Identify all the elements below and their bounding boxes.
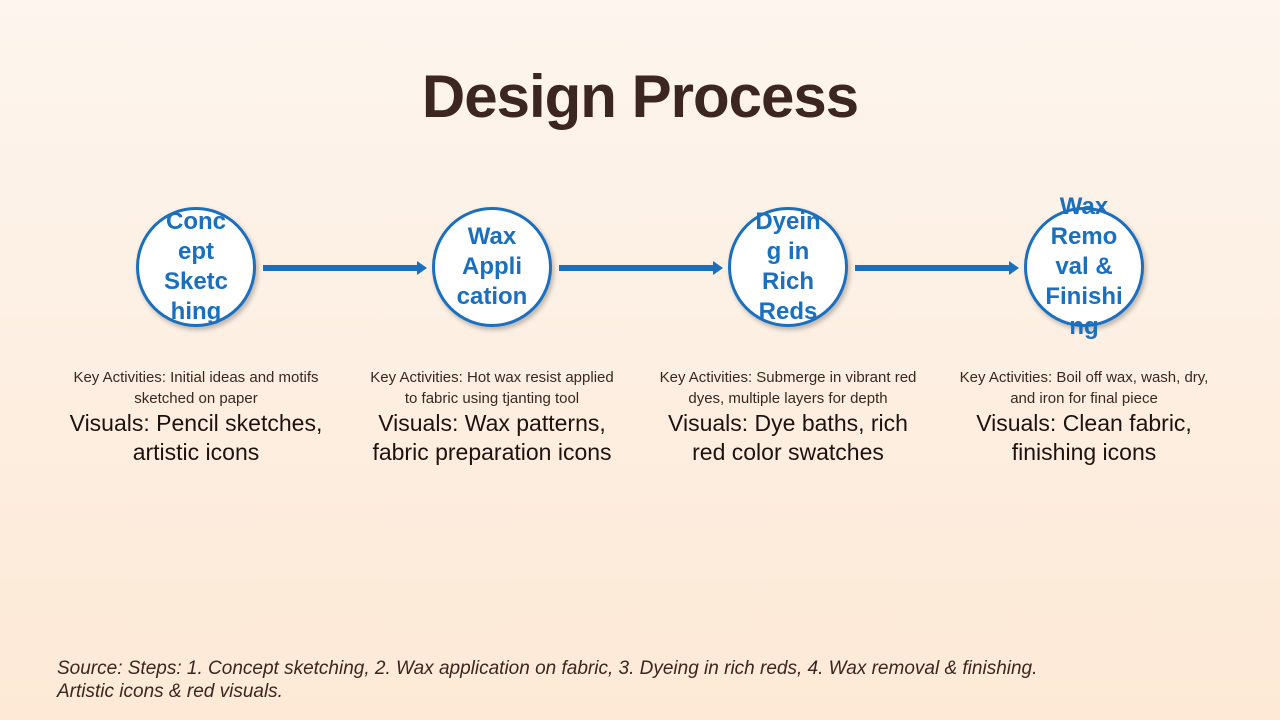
step-description: Key Activities: Hot wax resist applied t… [362,367,622,467]
step-label-line: Appli [462,253,522,280]
step-description: Key Activities: Submerge in vibrant red … [658,367,918,467]
step-label-line: ng [1069,313,1099,340]
step-label-line: g in [766,238,810,265]
step-label-line: Remo [1050,223,1118,250]
arrow-icon [855,261,1019,275]
source-line-2: Artistic icons & red visuals. [57,681,283,702]
key-activities-text: Key Activities: Submerge in vibrant red … [659,369,917,407]
step-description: Key Activities: Boil off wax, wash, dry,… [954,367,1214,467]
step-label-line: Finishi [1045,283,1123,310]
step-label-line: val & [1055,253,1113,280]
step-label-line: Dyein [755,208,821,235]
step-label-line: hing [170,298,222,325]
key-activities-text: Key Activities: Hot wax resist applied t… [370,369,614,407]
step-label-line: Wax [467,223,517,250]
arrow-icon [559,261,723,275]
slide-title: Design Process [421,63,859,130]
source-note: Source: Steps: 1. Concept sketching, 2. … [57,657,1037,703]
step-label-line: Rich [761,268,814,295]
visuals-text: Visuals: Wax patterns, fabric preparatio… [372,410,612,465]
source-line-1: Source: Steps: 1. Concept sketching, 2. … [57,658,1038,679]
step-label-line: Wax [1059,193,1109,220]
step-description: Key Activities: Initial ideas and motifs… [66,367,326,467]
key-activities-text: Key Activities: Initial ideas and motifs… [73,369,319,407]
step-label-line: Sketc [163,268,229,295]
step-label-line: Reds [758,298,818,325]
key-activities-text: Key Activities: Boil off wax, wash, dry,… [959,369,1209,407]
visuals-text: Visuals: Clean fabric, finishing icons [976,410,1192,465]
step-label-line: cation [456,283,528,310]
visuals-text: Visuals: Pencil sketches, artistic icons [69,410,323,465]
visuals-text: Visuals: Dye baths, rich red color swatc… [668,410,908,465]
step-label-line: Conc [166,208,226,235]
step-label-line: ept [178,238,214,265]
arrow-icon [263,261,427,275]
